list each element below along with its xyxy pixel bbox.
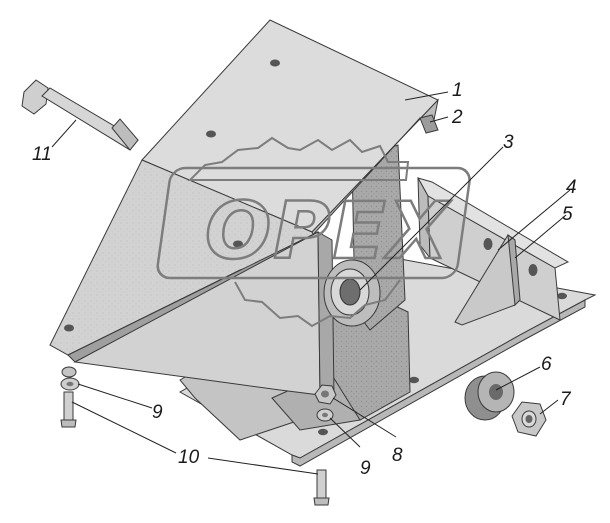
callout-9a: 9 [152,402,163,423]
short-bolt-right [313,469,330,506]
leader-6 [495,366,541,391]
callout-8: 8 [392,445,403,466]
washer-9-upper [316,408,334,422]
leader-4 [497,189,571,251]
long-bolt [21,79,139,151]
cover-hole [233,240,243,248]
bracket-hole [528,264,538,276]
callout-7: 7 [560,389,572,410]
leader-9a [77,383,153,409]
leader-10b [207,457,319,475]
leader-11 [51,119,77,148]
callout-4: 4 [566,177,577,198]
bushing [323,259,381,327]
callout-3: 3 [503,132,514,153]
watermark-text: OPEX [205,187,452,277]
cover-hole [270,59,280,67]
leader-8 [332,397,397,438]
hex-nut [511,401,547,437]
plate-hole [318,428,328,436]
callout-9b: 9 [360,458,371,479]
watermark-logo: OPEX [156,136,471,328]
leader-1 [404,91,449,101]
leader-9b [329,417,361,448]
callout-11: 11 [32,144,52,165]
callout-10: 10 [178,447,200,468]
washer-9-left [60,366,80,391]
bracket-hole [483,238,493,250]
callout-2: 2 [451,107,463,128]
leader-10a [71,401,177,454]
leader-5 [514,214,567,259]
leader-7 [539,399,559,415]
callout-6: 6 [541,354,552,375]
cover-hole [64,324,74,332]
plate-hole [409,376,419,384]
short-bolt-left [60,391,77,428]
callout-5: 5 [562,204,573,225]
leader-3 [359,146,504,291]
cover-hole [206,130,216,138]
leader-2 [429,116,449,123]
callouts: 1 2 3 4 5 6 7 8 9 9 10 11 [32,80,577,479]
callout-1: 1 [452,80,463,101]
plate-hole [557,292,567,300]
nut-8 [314,384,337,405]
leader-lines [51,91,571,475]
watermark-frame [156,166,471,280]
rubber-bushing [464,371,515,421]
